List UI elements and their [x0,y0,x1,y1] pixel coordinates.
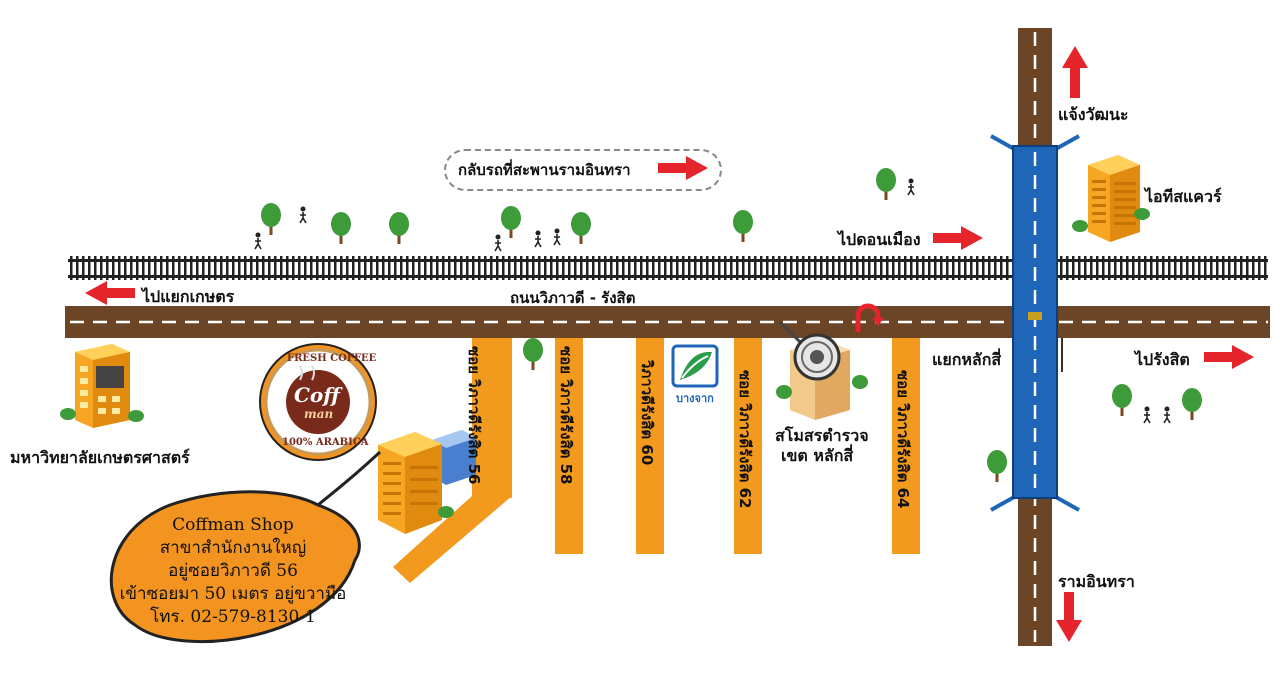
it-square-label: ไอทีสแควร์ [1145,187,1222,206]
north-label: แจ้งวัฒนะ [1058,105,1129,124]
arrow-donmuang-icon [933,226,983,250]
logo-top-text: FRESH COFFEE [287,353,377,364]
tree-icon [1182,388,1202,420]
return-pill [444,149,722,191]
west-label: ไปแยกเกษตร [142,287,235,306]
tree-icon [389,212,409,244]
u-turn-icon [855,303,881,332]
tree-icon [1112,384,1132,416]
intersection-label: แยกหลักสี่ [932,350,1002,369]
soi-58-road [555,338,583,554]
university-label: มหาวิทยาลัยเกษตรศาสตร์ [10,448,190,467]
pedestrian-icon [299,206,307,224]
shop-name: Coffman Shop [172,515,294,535]
tree-icon [571,212,591,244]
soi-64-label: ซอย วิภาวดีรังสิต 64 [894,370,912,509]
pedestrian-icon [1143,406,1151,424]
soi-60-road [636,338,664,554]
main-road [65,306,1270,338]
soi-60-label: วิภาวดีรังสิต 60 [638,360,656,466]
pedestrian-icon [534,230,542,248]
logo-bottom-text: 100% ARABICA [282,437,369,448]
university-building-icon [60,344,144,428]
return-label: กลับรถที่สะพานรามอินทรา [458,161,631,179]
tree-icon [876,168,896,200]
pedestrian-icon [1163,406,1171,424]
direction-arrows [85,46,1254,642]
logo-brand-b: man [304,407,334,421]
it-square-building-icon [1072,155,1150,242]
bangchak-logo-icon [671,344,719,388]
tree-icon [987,450,1007,482]
shop-location: อยู่ซอยวิภาวดี 56 [168,561,298,581]
donmuang-label: ไปดอนเมือง [838,230,921,249]
shop-phone: โทร. 02-579-8130-1 [150,607,316,627]
shop-info: Coffman Shop สาขาสำนักงานใหญ่ อยู่ซอยวิภ… [108,514,358,629]
shop-branch: สาขาสำนักงานใหญ่ [159,538,307,558]
shop-directions: เข้าซอยมา 50 เมตร อยู่ขวามือ [119,584,347,604]
trees [261,168,1202,482]
soi-58-label: ซอย วิภาวดีรังสิต 58 [557,346,575,485]
pedestrian-icon [254,232,262,250]
arrow-south-icon [1056,592,1082,642]
tree-icon [523,338,543,370]
logo-brand-a: Coff [294,383,340,407]
tree-icon [501,206,521,238]
coffman-building-icon [378,430,476,534]
arrow-north-icon [1062,46,1088,98]
soi-62-label: ซอย วิภาวดีรังสิต 62 [736,370,754,509]
bangchak-label: บางจาก [676,392,714,405]
soi-56-label: ซอย วิภาวดีรังสิต 56 [465,346,483,485]
soi-roads [393,338,920,583]
soi-56-road [472,338,512,498]
soi-64-road [892,338,920,554]
railway [68,255,1268,282]
soi-56-branch [393,496,512,583]
police-label-1: สโมสรตำรวจ [775,426,869,445]
tree-icon [331,212,351,244]
pedestrians [254,178,1171,424]
coffee-logo-badge [259,343,377,461]
south-label: รามอินทรา [1058,572,1135,591]
soi-62-road [734,338,762,554]
pedestrian-icon [494,234,502,252]
east-label: ไปรังสิต [1135,350,1190,369]
arrow-east-rangsit-icon [1204,345,1254,369]
overpass-bridge [990,134,1080,512]
shop-callout-bubble [110,450,382,643]
arrow-return-icon [658,156,708,180]
pedestrian-icon [907,178,915,196]
arrow-west-icon [85,281,135,305]
main-road-label: ถนนวิภาวดี - รังสิต [510,289,636,307]
pedestrian-icon [553,228,561,246]
police-label-2: เขต หลักสี่ [781,446,854,465]
tree-icon [733,210,753,242]
police-emblem-icon [778,320,841,381]
tree-icon [261,203,281,235]
